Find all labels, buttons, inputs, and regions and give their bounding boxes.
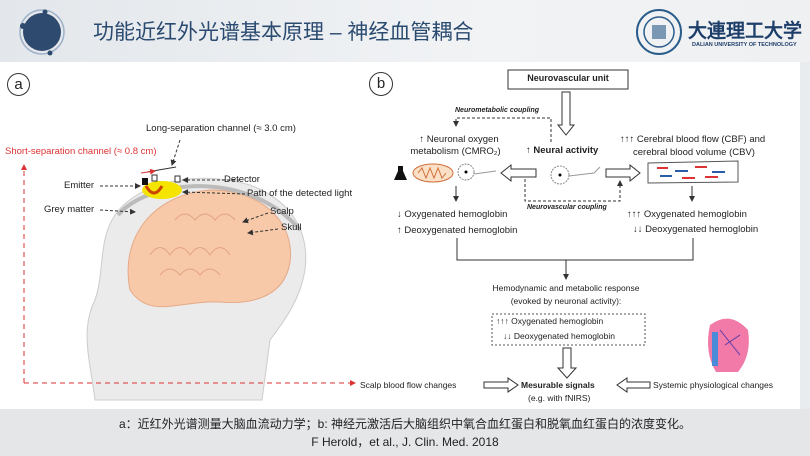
- oxygen-metabolism-line1: ↑ Neuronal oxygen: [419, 134, 499, 145]
- light-path-label: Path of the detected light: [247, 188, 353, 199]
- panel-a-label: a: [7, 73, 30, 96]
- right-deoxy-label: ↓↓ Deoxygenated hemoglobin: [633, 224, 759, 235]
- emitter-label: Emitter: [64, 180, 95, 191]
- cbf-line1: ↑↑↑ Cerebral blood flow (CBF) and: [620, 134, 766, 145]
- skull-label: Skull: [281, 222, 302, 233]
- neuron-icon: [550, 165, 601, 185]
- page-title: 功能近红外光谱基本原理 – 神经血管耦合: [93, 21, 474, 44]
- caption-citation: F Herold，et al., J. Clin. Med. 2018: [311, 435, 499, 449]
- university-name-cn: 大連理工大学: [688, 20, 803, 42]
- detector-label: Detector: [224, 174, 260, 185]
- caption-band: a：近红外光谱测量大脑血流动力学；b: 神经元激活后大脑组织中氧合血红蛋白和脱氧…: [0, 409, 810, 456]
- left-deoxy-label: ↑ Deoxygenated hemoglobin: [397, 225, 518, 236]
- scalp-changes-label: Scalp blood flow changes: [360, 380, 457, 390]
- systemic-changes-label: Systemic physiological changes: [653, 380, 774, 390]
- cbf-line2: cerebral blood volume (CBV): [633, 147, 755, 158]
- short-channel-label: Short-separation channel (≈ 0.8 cm): [5, 146, 157, 157]
- left-oxy-label: ↓ Oxygenated hemoglobin: [397, 209, 508, 220]
- box-oxy-label: ↑↑↑ Oxygenated hemoglobin: [496, 316, 604, 326]
- grey-matter-label: Grey matter: [44, 204, 95, 215]
- flask-icon: [394, 166, 407, 180]
- fnirs-label: (e.g. with fNIRS): [528, 393, 591, 403]
- neurometabolic-coupling-label: Neurometabolic coupling: [455, 107, 540, 114]
- box-deoxy-label: ↓↓ Deoxygenated hemoglobin: [503, 331, 615, 341]
- header-logo-icon: [19, 9, 65, 56]
- neural-activity-label: ↑ Neural activity: [526, 145, 599, 156]
- scalp-label: Scalp: [270, 206, 294, 217]
- neurovascular-coupling-label: Neurovascular coupling: [527, 204, 607, 211]
- right-oxy-label: ↑↑↑ Oxygenated hemoglobin: [627, 209, 747, 220]
- long-channel-label: Long-separation channel (≈ 3.0 cm): [146, 123, 296, 134]
- response-line1: Hemodynamic and metabolic response: [492, 283, 640, 293]
- neuron-small-icon: [457, 163, 497, 181]
- university-seal-icon: [636, 9, 682, 55]
- heart-icon: [708, 318, 749, 372]
- caption-line1: a：近红外光谱测量大脑血流动力学；b: 神经元激活后大脑组织中氧合血红蛋白和脱氧…: [118, 417, 692, 431]
- panel-b-label: b: [369, 72, 393, 96]
- slide-header: 功能近红外光谱基本原理 – 神经血管耦合 大連理工大学 DALIAN UNIVE…: [0, 0, 810, 62]
- neurovascular-unit-box: Neurovascular unit: [527, 73, 609, 83]
- university-name-en: DALIAN UNIVERSITY OF TECHNOLOGY: [692, 42, 797, 48]
- measurable-signals-label: Mesurable signals: [521, 380, 595, 390]
- oxygen-metabolism-line2: metabolism (CMRO₂): [410, 146, 501, 157]
- response-line2: (evoked by neuronal activity):: [510, 296, 622, 306]
- mitochondrion-icon: [412, 163, 454, 183]
